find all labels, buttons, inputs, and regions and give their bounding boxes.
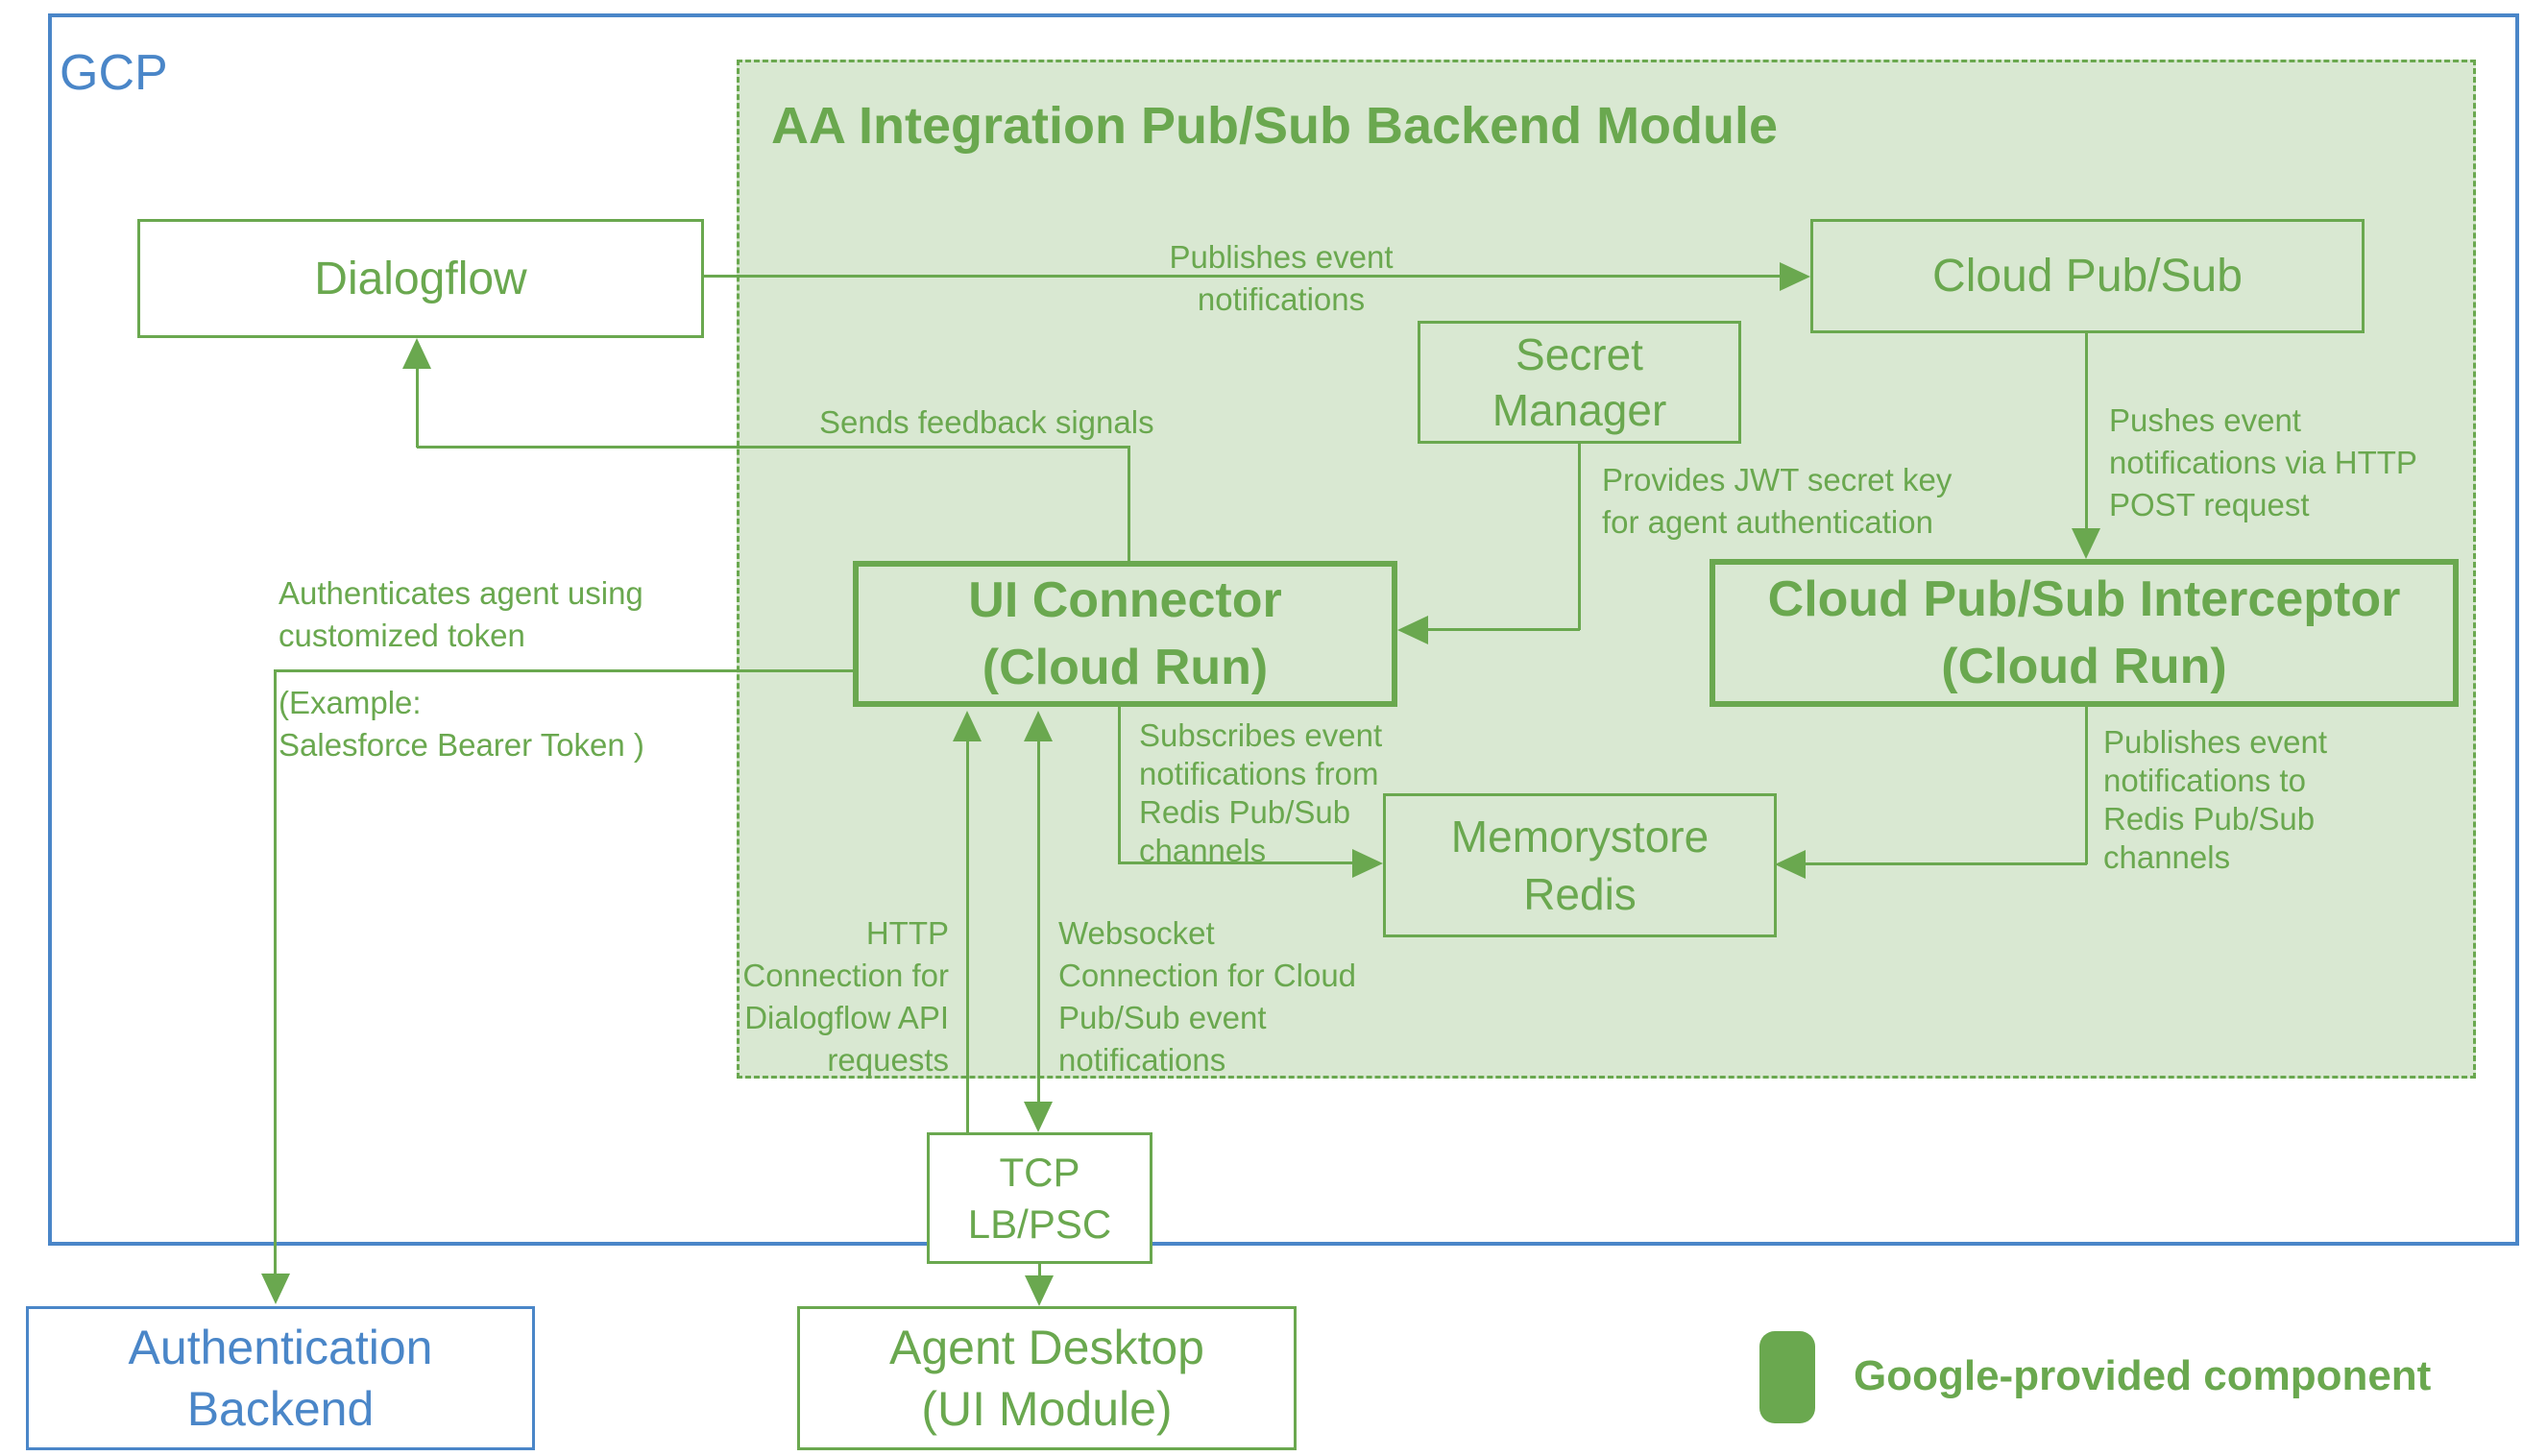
edge-dialogflow-to-pubsub: [704, 275, 1780, 278]
arrowhead-to-agent-desktop: [1025, 1275, 1054, 1306]
legend-google-component-label: Google-provided component: [1854, 1352, 2432, 1399]
label-websocket-connection: Websocket Connection for Cloud Pub/Sub e…: [1058, 915, 1357, 1078]
module-title: AA Integration Pub/Sub Backend Module: [771, 97, 1779, 155]
node-cloud-pubsub: Cloud Pub/Sub: [1810, 219, 2365, 333]
node-secret-manager: Secret Manager: [1418, 321, 1741, 444]
arrowhead-websocket-to-tcp: [1024, 1102, 1053, 1132]
arrowhead-to-auth-backend: [261, 1274, 290, 1304]
edge-http-vertical: [966, 741, 969, 1132]
node-authentication-backend: Authentication Backend: [26, 1306, 535, 1450]
node-dialogflow: Dialogflow: [137, 219, 704, 338]
edge-feedback-vertical: [1128, 449, 1130, 561]
edge-subredis-vertical: [1118, 707, 1121, 863]
edge-pubredis-vertical: [2085, 707, 2088, 864]
node-pubsub-interceptor: Cloud Pub/Sub Interceptor (Cloud Run): [1710, 559, 2459, 707]
label-pushes-event: Pushes event notifications via HTTP POST…: [2109, 402, 2417, 522]
label-http-connection: HTTP Connection for Dialogflow API reque…: [742, 915, 949, 1078]
gcp-label: GCP: [60, 45, 168, 101]
pubsub-backend-module-box: [737, 60, 2476, 1079]
edge-auth-vertical: [274, 669, 277, 1275]
edge-push-vertical: [2085, 333, 2088, 528]
label-provides-jwt: Provides JWT secret key for agent authen…: [1602, 462, 1953, 540]
arrowhead-to-ui-connector: [1397, 616, 1428, 644]
edge-secret-vertical: [1578, 444, 1581, 630]
label-authenticates: Authenticates agent using customized tok…: [279, 575, 643, 653]
edge-websocket-vertical: [1037, 741, 1040, 1102]
edge-auth-horizontal: [275, 669, 853, 672]
arrowhead-to-memorystore-left: [1352, 849, 1383, 878]
arrowhead-to-memorystore-right: [1775, 850, 1806, 879]
legend-google-component-swatch: [1759, 1331, 1815, 1423]
label-authenticates-example: (Example: Salesforce Bearer Token ): [279, 685, 644, 763]
node-agent-desktop: Agent Desktop (UI Module): [797, 1306, 1297, 1450]
node-tcp-lb-psc: TCP LB/PSC: [927, 1132, 1152, 1264]
label-subscribes-redis: Subscribes event notifications from Redi…: [1139, 717, 1383, 868]
arrowhead-to-cloud-pubsub: [1780, 262, 1810, 291]
node-memorystore-redis: Memorystore Redis: [1383, 793, 1777, 937]
edge-pubredis-horizontal: [1806, 862, 2087, 865]
edge-feedback-horizontal: [417, 446, 1130, 449]
label-publishes-event: Publishes event notifications: [1169, 239, 1394, 317]
edge-tcp-to-agent: [1038, 1264, 1041, 1277]
edge-secret-horizontal: [1428, 628, 1580, 631]
arrowhead-to-interceptor: [2072, 528, 2100, 559]
edge-feedback-riser: [416, 367, 419, 448]
arrowhead-http-to-ui-connector: [953, 711, 982, 741]
arrowhead-to-dialogflow: [402, 338, 431, 369]
edge-subredis-horizontal: [1118, 861, 1354, 864]
arrowhead-websocket-to-ui-connector: [1024, 711, 1053, 741]
node-ui-connector: UI Connector (Cloud Run): [853, 561, 1397, 707]
label-publishes-redis: Publishes event notifications to Redis P…: [2103, 724, 2327, 875]
label-sends-feedback: Sends feedback signals: [819, 404, 1154, 440]
